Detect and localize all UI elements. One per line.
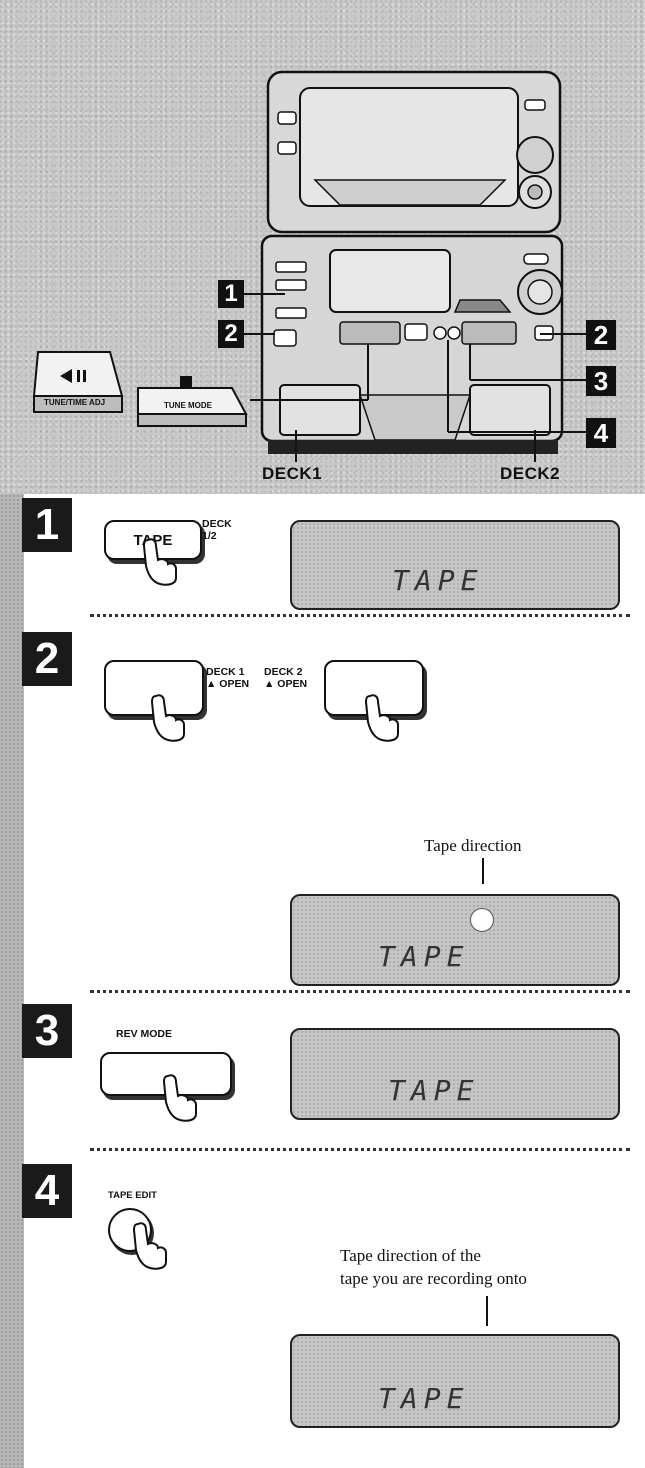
callout-2-right-text: 2: [594, 320, 608, 351]
callout-3-right-text: 3: [594, 366, 608, 397]
deck2-label: DECK2: [500, 464, 560, 484]
step-2-badge: 2: [22, 632, 72, 686]
pressing-hand-icon: [150, 694, 190, 742]
display-step-2-text: TAPE: [378, 940, 469, 973]
tape-direction-caption: Tape direction: [424, 836, 521, 856]
tape-direction-indicator: [470, 908, 494, 932]
tune-mode-label: TUNE MODE: [164, 400, 212, 412]
step-4-badge: 4: [22, 1164, 72, 1218]
stereo-system-drawing: [0, 0, 645, 494]
callout-2-right: 2: [586, 320, 616, 350]
deck1-open-line2: ▲ OPEN: [206, 678, 249, 690]
display-step-2: TAPE: [290, 894, 620, 986]
deck-1-2-line2: 1/2: [202, 530, 232, 542]
deck1-open-label: DECK 1 ▲ OPEN: [206, 666, 249, 690]
stereo-illustration-panel: TUNE/TIME ADJ TUNE MODE 1 2 2 3 4 DECK1 …: [0, 0, 645, 494]
pressing-hand-icon: [364, 694, 404, 742]
callout-2-left-text: 2: [224, 320, 237, 348]
display-step-1: TAPE: [290, 520, 620, 610]
callout-1-left: 1: [218, 280, 244, 308]
step-3-badge: 3: [22, 1004, 72, 1058]
pressing-hand-icon: [162, 1074, 202, 1122]
left-margin-bar: [0, 494, 24, 1468]
callout-4-right: 4: [586, 418, 616, 448]
pressing-hand-icon: [142, 538, 182, 586]
display-step-3-text: TAPE: [388, 1074, 479, 1107]
callout-1-left-text: 1: [224, 280, 237, 308]
deck2-open-line1: DECK 2: [264, 666, 307, 678]
step-separator-2: [90, 990, 630, 993]
tape-edit-label: TAPE EDIT: [108, 1190, 157, 1202]
deck2-open-label: DECK 2 ▲ OPEN: [264, 666, 307, 690]
deck2-open-line2: ▲ OPEN: [264, 678, 307, 690]
display-step-4-text: TAPE: [378, 1382, 469, 1415]
step-separator-1: [90, 614, 630, 617]
callout-3-right: 3: [586, 366, 616, 396]
tune-time-adj-label: TUNE/TIME ADJ: [44, 397, 105, 409]
recording-direction-caption: Tape direction of the tape you are recor…: [340, 1244, 527, 1290]
rev-mode-label: REV MODE: [116, 1028, 172, 1040]
display-step-1-text: TAPE: [392, 564, 483, 597]
deck-1-2-line1: DECK: [202, 518, 232, 530]
tape-direction-pointer: [482, 858, 484, 884]
callout-2-left: 2: [218, 320, 244, 348]
deck1-open-line1: DECK 1: [206, 666, 249, 678]
display-step-3: TAPE: [290, 1028, 620, 1120]
recording-direction-line1: Tape direction of the: [340, 1244, 527, 1267]
deck-1-2-label: DECK 1/2: [202, 518, 232, 542]
pressing-hand-icon: [132, 1222, 172, 1270]
step-1-badge: 1: [22, 498, 72, 552]
step-separator-3: [90, 1148, 630, 1151]
deck1-label: DECK1: [262, 464, 322, 484]
display-step-4: TAPE: [290, 1334, 620, 1428]
recording-direction-line2: tape you are recording onto: [340, 1267, 527, 1290]
recording-direction-pointer: [486, 1296, 488, 1326]
callout-4-right-text: 4: [594, 418, 608, 449]
